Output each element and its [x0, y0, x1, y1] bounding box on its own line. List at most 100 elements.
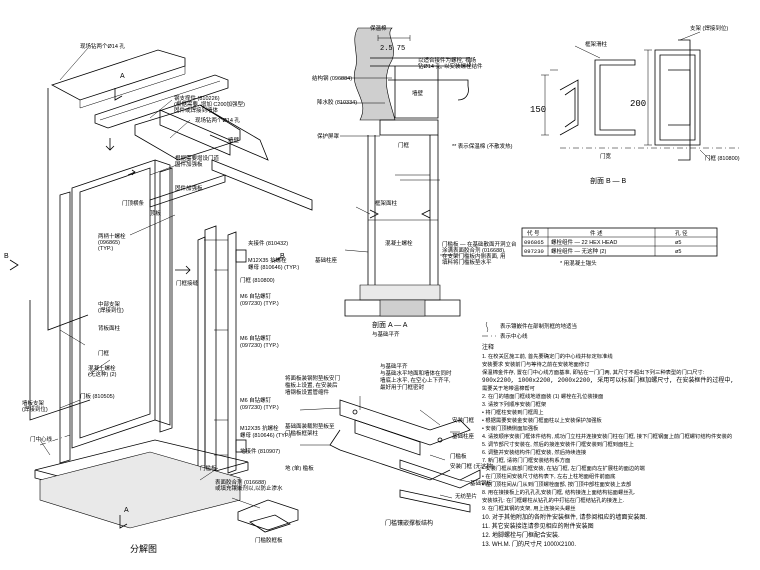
dim-150-line	[541, 69, 558, 136]
clip-bracket-bottom	[235, 439, 247, 453]
note-item: 12. 地脚螺栓与门框配合安装.	[482, 531, 560, 539]
note-item: • 在门顶柱间从门从到门顶螺栓面部, 按门顶中部柱面安装上去部	[482, 480, 632, 488]
section-letter-a-top: A	[120, 73, 125, 80]
exp-label-18: M6 自钻螺钉	[240, 292, 272, 300]
note-item: • 安装门框从底部门框安装, 在钻门框, 左门框面向左扩展柱的面边的端	[482, 464, 646, 472]
door-frame-head	[379, 119, 439, 136]
wall-frame-left	[59, 191, 71, 464]
bb-label-2: 门宽	[600, 152, 612, 160]
exp-label-7: 固件加强板	[175, 160, 203, 168]
aa-label-9: ** 表示保温棉 (不散发热)	[452, 142, 513, 150]
exp-label-37: 门中心线	[30, 435, 53, 443]
screw-icon	[437, 437, 443, 443]
exp-label-35: 墙板支架	[22, 399, 45, 407]
exp-label-26: 门框	[98, 349, 110, 357]
aa-label-2: 结构钢 (096884)	[312, 74, 352, 82]
threshold-title: 门槛镶嵌撑板结构	[385, 519, 433, 527]
aa-label-5: 墙壁	[412, 89, 424, 97]
table-note: * 用混凝土锚头	[560, 259, 597, 267]
note-item: 4. 请按顺序安装门框体件结构, 成功门立柱并连接安装门柱在门框, 接下门框钢面…	[482, 432, 732, 440]
exp-label-38: 门槛板	[200, 464, 217, 472]
aa-label-13: 门槛板 — 在基础散面开洞立台	[442, 240, 517, 248]
thr-label-1: 与基础水平地面和墙体在同时	[380, 369, 452, 377]
note-item: 1. 在校关区施工前, 首先要确定门的中心线并标定标准线	[482, 352, 613, 360]
frame-posts	[367, 135, 439, 295]
note-item: 3. 请按下列顺序安装门框架	[482, 400, 547, 408]
note-item: 需要关于地带温棉帮可	[482, 384, 536, 392]
dimension-line	[377, 35, 411, 41]
section-marker-b-left	[9, 259, 19, 271]
section-aa-view	[340, 27, 471, 317]
arrow-icon	[105, 138, 115, 151]
note-item: • 在门顶柱间安装尺寸结构表下, 左右上柱地面组件前面底	[482, 472, 616, 480]
thr-label-5: 基础柱座	[452, 432, 475, 440]
aa-label-10: 框架面柱	[375, 199, 398, 207]
table-row-1-desc: 螺栓组件 — 无这种 (2)	[551, 247, 606, 255]
aa-label-4: 钻Ø14 孔, 以安装螺栓结件	[418, 62, 483, 70]
table-header-desc: 件 述	[590, 229, 603, 237]
exp-label-6: 根据需要增设门道	[175, 154, 220, 162]
thr-label-9: 无纺垫片	[455, 492, 477, 500]
door-centerline	[39, 434, 71, 446]
section-marker-a-top	[114, 88, 123, 101]
steel-angle	[370, 57, 471, 67]
exp-label-32: M12X35 抗螺栓	[240, 424, 279, 432]
thr-left-2: 墙钢板设置管缩件	[285, 388, 330, 396]
note-item: 900x2200, 1000x2200, 2000x2200, 采用可以标准门框…	[482, 376, 734, 384]
exp-label-3: 固件或焊接到墙体	[174, 106, 219, 114]
note-item: 6. 调整并安装结构件门框安装, 然后持续连接	[482, 448, 587, 456]
frame-post-right	[204, 225, 217, 475]
exp-label-20: 门框接缝	[176, 279, 199, 287]
exp-label-19: (097230) (TYP.)	[240, 301, 279, 307]
section-letter-b-left: B	[4, 253, 9, 260]
exp-label-39: 表面胶合剂 (016688)	[215, 478, 266, 486]
section-letter-b-right: B	[280, 253, 285, 260]
bb-label-3: 门框 (810800)	[705, 154, 740, 162]
aa-label-3: 以适合接件为螺栓, 视场	[418, 56, 477, 64]
wall-left	[47, 88, 89, 331]
notes-block	[482, 321, 496, 337]
table-header-hole: 孔 径	[675, 229, 688, 237]
notes-legend-2: 表示中心线	[500, 332, 528, 340]
exp-label-28: (无这种) (2)	[88, 370, 117, 378]
note-item: 安装要求 安装前门与等待之前在安装地面修订	[482, 360, 590, 368]
frame-channel-left	[594, 59, 636, 136]
exp-label-2: (根据需要, 增加 C200加强型)	[174, 100, 245, 108]
exp-label-8: 门顶横条	[122, 199, 145, 207]
table-header-code: 代 号	[527, 229, 540, 237]
exp-label-36: (焊接到位)	[22, 405, 48, 413]
note-item: 安装铁孔: 在门框螺柱从钻孔的中打钻在门框结钻孔的接连上.	[482, 496, 624, 504]
exp-label-41: 门槛胶框板	[255, 536, 283, 544]
frame-channel-right	[678, 39, 691, 161]
aa-label-16: 填料将门槛板垫水平	[442, 258, 492, 266]
exp-label-29: M6 自钻螺钉	[240, 396, 272, 404]
exploded-title: 分解图	[130, 543, 157, 554]
exp-label-4: 现场钻两个Ø14 孔	[195, 116, 240, 124]
top-beam	[50, 49, 186, 101]
note-item: 11. 其它安装接连请参见相应的附件安装图	[482, 522, 594, 530]
thr-label-3: 最好用于门框密封	[380, 383, 425, 391]
concrete-base	[39, 451, 241, 529]
thr-left-0: 将面板装钢附垫板安门	[285, 374, 340, 382]
table-row-1-code: 097230	[524, 248, 544, 255]
thr-label-8: 基础钢板	[470, 479, 493, 487]
aa-label-0: 保温棉	[370, 24, 387, 32]
table-row-0-code: 096865	[524, 239, 544, 246]
exp-label-31: 门板 (810505)	[80, 392, 115, 400]
insulation-wall	[353, 27, 396, 121]
exp-label-25: 背板面柱	[98, 324, 121, 332]
thr-label-7: 安装门框 (无这种)	[450, 462, 494, 470]
exp-label-22: (焊接到位)	[98, 306, 124, 314]
note-item: 2. 在门的墙面门框线地道面装 (1) 螺栓在孔位装接面	[482, 392, 603, 400]
table-row-0-hole: ø5	[675, 240, 681, 246]
notes-legend-1: 表示镶嵌件在部制剂框的地适当	[500, 322, 577, 330]
exp-label-40: 或填充镶嵌剂以,以防止渗水	[215, 484, 283, 492]
exp-label-9: 固件加强板	[175, 184, 203, 192]
aa-label-8: 门框	[398, 141, 410, 149]
thr-left-1: 槛板上设置, 在安装后	[285, 381, 338, 389]
aa-label-1: 2.5 75	[380, 45, 405, 53]
section-marker-a-bottom	[119, 515, 128, 529]
hex-profile	[559, 79, 579, 136]
exp-label-12: (096865)	[98, 240, 120, 246]
